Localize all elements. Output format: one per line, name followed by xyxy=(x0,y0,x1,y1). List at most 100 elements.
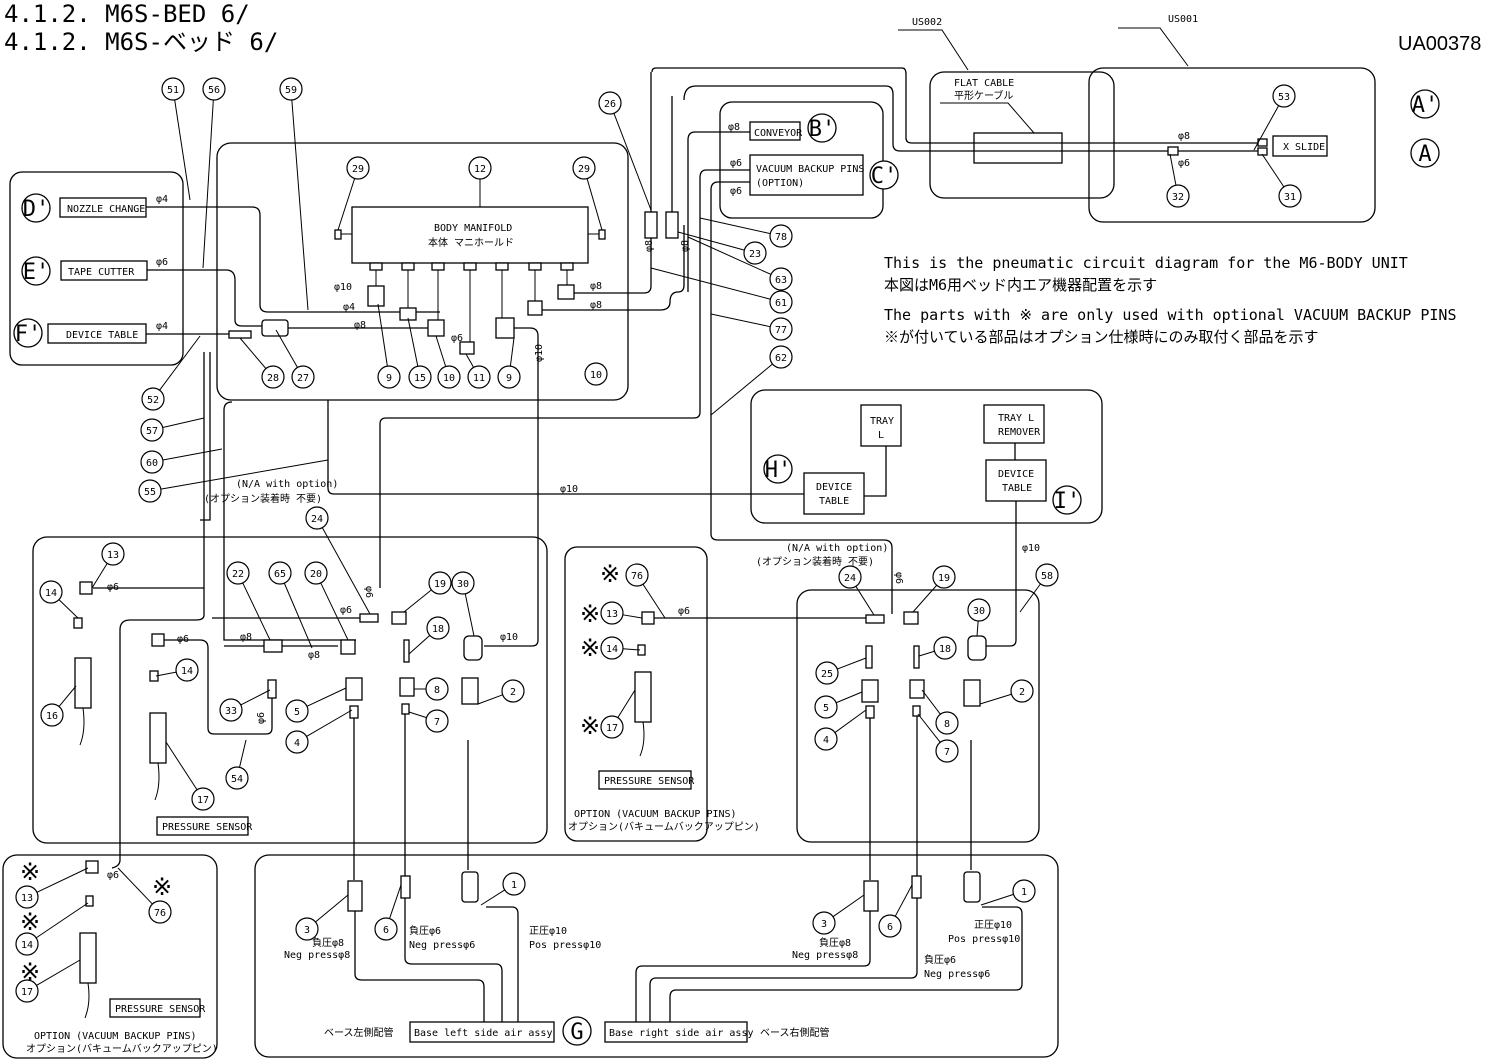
x-slide-phi8-label: φ8 xyxy=(1178,131,1190,142)
us002-label: US002 xyxy=(912,17,942,28)
balloon-14: 14 xyxy=(15,902,89,956)
tray-l-box xyxy=(860,404,902,447)
balloon-8: 8 xyxy=(921,689,959,735)
actuator-group-left xyxy=(9,171,184,366)
tube-device-i xyxy=(986,501,1017,647)
port-a: A xyxy=(1410,138,1440,168)
balloon-leader xyxy=(677,231,745,251)
balloon-leader xyxy=(403,589,432,613)
pipe-18b xyxy=(913,645,920,669)
pipe24-phi6: φ6 xyxy=(340,605,352,616)
elbow-13a xyxy=(79,581,93,595)
balloon-13: 13 xyxy=(600,601,643,625)
tube-conveyor xyxy=(687,131,750,292)
tube-phi8-to-x-slide xyxy=(651,67,1258,144)
balloon-10: 10 xyxy=(584,362,608,386)
balloon-number: 23 xyxy=(749,249,761,260)
tee-phi6-vert: φ6 xyxy=(256,712,267,724)
balloon-77: 77 xyxy=(710,313,793,341)
tee22-phi8-left: φ8 xyxy=(240,632,252,643)
tube-phi10-main xyxy=(327,400,804,495)
balloon-circle xyxy=(437,365,461,389)
balloon-2: 2 xyxy=(477,679,525,705)
neg8-right-jp: 負圧φ8 xyxy=(819,937,851,949)
balloon-10: 10 xyxy=(435,335,461,389)
balloon-60: 60 xyxy=(140,448,223,474)
manifold-ports xyxy=(369,262,574,342)
vert-phi6-right: φ6 xyxy=(893,572,904,584)
balloon-circle xyxy=(175,658,199,682)
balloon-number: 9 xyxy=(506,373,512,384)
balloon-number: 4 xyxy=(294,738,300,749)
us001-label: US001 xyxy=(1168,14,1198,25)
balloon-number: 30 xyxy=(457,579,469,590)
page-title-en: 4.1.2. M6S-BED 6/ xyxy=(4,0,250,28)
coupler-3a xyxy=(347,880,363,912)
plug-29-left xyxy=(334,229,342,240)
balloon-leader xyxy=(622,614,643,619)
balloon-number: 13 xyxy=(21,893,33,904)
flat-cable-shape xyxy=(973,132,1063,164)
tube-neg8-left xyxy=(354,911,485,1022)
balloon-leader xyxy=(337,178,356,231)
fitting-10a xyxy=(427,319,445,337)
elbow-1b xyxy=(963,871,981,903)
balloon-number: 77 xyxy=(775,325,787,336)
balloon-number: 6 xyxy=(383,925,389,936)
balloon-leader xyxy=(622,648,641,651)
balloon-leader xyxy=(699,217,771,235)
pressure-sensor-label-box-left xyxy=(156,816,249,836)
balloon-number: 29 xyxy=(352,164,364,175)
tube-tape-cutter xyxy=(147,269,262,327)
balloon-leader xyxy=(408,634,431,655)
base-left-box xyxy=(409,1021,555,1043)
balloon-number: 57 xyxy=(146,426,158,437)
port-g: G xyxy=(562,1016,592,1046)
balloon-circle xyxy=(814,727,838,751)
tube-pos10-right xyxy=(669,906,1023,1022)
tee22-phi8-right: φ8 xyxy=(308,650,320,661)
balloon-number: 17 xyxy=(197,795,209,806)
balloon-28: 28 xyxy=(239,337,285,389)
balloon-62: 62 xyxy=(710,345,793,416)
manifold-port xyxy=(495,262,509,271)
plug-29-right xyxy=(598,229,606,240)
balloon-number: 18 xyxy=(939,644,951,655)
tray-remover-box xyxy=(983,404,1045,444)
balloon-circle xyxy=(279,77,303,101)
balloon-11: 11 xyxy=(465,353,491,389)
balloon-number: 10 xyxy=(443,373,455,384)
balloon-number: 7 xyxy=(944,747,950,758)
port-c-prime-label: C' xyxy=(871,164,898,189)
balloon-number: 16 xyxy=(46,711,58,722)
unit-us001: US001 X SLIDE xyxy=(1088,14,1376,223)
manifold-phi8-right1: φ8 xyxy=(590,281,602,292)
balloon-circle xyxy=(502,872,526,896)
port-h-prime: H' xyxy=(763,454,793,484)
balloon-number: 30 xyxy=(973,606,985,617)
manifold-phi8-label: φ8 xyxy=(354,320,366,331)
balloon-leader xyxy=(1253,105,1280,151)
balloon-leader xyxy=(980,893,1014,906)
device-phi4-label: φ4 xyxy=(156,321,168,332)
neg6-left-en: Neg pressφ6 xyxy=(409,940,475,951)
balloon-number: 56 xyxy=(208,85,220,96)
tray-l-label-1: TRAY xyxy=(870,416,894,427)
balloon-61: 61 xyxy=(650,267,793,314)
base-air-assy-group xyxy=(254,854,1059,1058)
manifold-port xyxy=(369,262,383,271)
option-label-mid-jp: オプション(バキュームバックアップピン) xyxy=(568,821,760,833)
tray-remover-label-1: TRAY L xyxy=(998,413,1034,424)
balloon-leader xyxy=(162,448,223,461)
balloon-number: 8 xyxy=(944,719,950,730)
balloon-59: 59 xyxy=(279,77,309,311)
balloon-number: 31 xyxy=(1284,192,1296,203)
balloon-leader xyxy=(36,867,89,893)
elbow-30a xyxy=(463,635,483,661)
balloon-leader xyxy=(921,689,941,715)
balloon-circle xyxy=(935,711,959,735)
base-right-label: Base right side air assy xyxy=(609,1028,754,1039)
balloon-leader xyxy=(159,335,201,391)
x-slide-phi6-label: φ6 xyxy=(1178,158,1190,169)
balloon-leader xyxy=(35,902,89,939)
